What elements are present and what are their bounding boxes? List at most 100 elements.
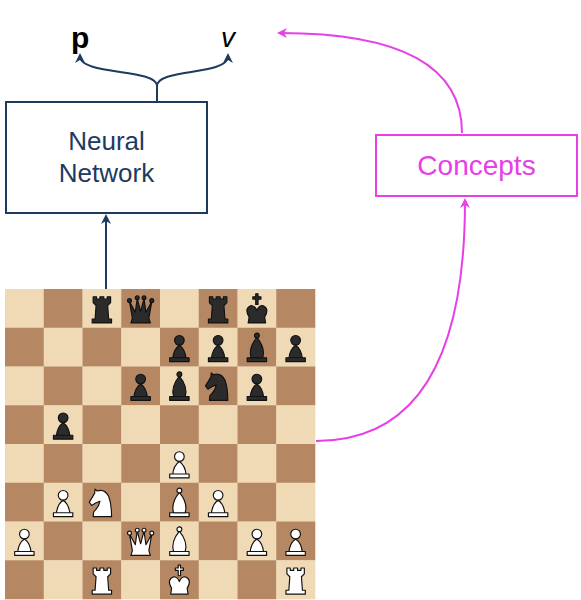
board-square (121, 522, 160, 561)
board-square (160, 522, 199, 561)
value-label: v (221, 24, 235, 52)
board-square (160, 367, 199, 406)
white-rook (286, 568, 305, 594)
white-pawn (53, 491, 72, 517)
board-square (238, 560, 277, 599)
board-square (121, 328, 160, 367)
board-square (276, 444, 315, 483)
board-square (83, 289, 122, 328)
concept-value-arrow (280, 33, 462, 133)
board-square (199, 483, 238, 522)
board-square (160, 405, 199, 444)
board-square (5, 405, 44, 444)
board-square (5, 367, 44, 406)
board-square (121, 405, 160, 444)
black-bishop (247, 333, 266, 362)
board-square (238, 405, 277, 444)
black-pawn (170, 336, 189, 362)
board-square (276, 522, 315, 561)
board-square (5, 522, 44, 561)
board-square (5, 483, 44, 522)
policy-label: p (71, 23, 89, 53)
black-pawn (131, 374, 150, 400)
board-square (83, 560, 122, 599)
black-pawn (247, 374, 266, 400)
board-square (83, 522, 122, 561)
board-square (276, 289, 315, 328)
input-arrow (105, 217, 107, 289)
board-square (83, 405, 122, 444)
black-king (247, 294, 267, 323)
white-king (169, 565, 189, 594)
board-square (238, 367, 277, 406)
board-square (83, 483, 122, 522)
board-square (276, 328, 315, 367)
board-square (5, 328, 44, 367)
board-square (5, 444, 44, 483)
board-square (121, 367, 160, 406)
black-queen (128, 296, 154, 323)
board-square (199, 367, 238, 406)
box-text: Neural Network (27, 126, 186, 188)
black-rook (208, 297, 227, 323)
white-pawn (170, 452, 189, 478)
board-square (199, 289, 238, 328)
white-bishop (170, 527, 189, 556)
white-pawn (286, 529, 305, 555)
chess-board (5, 289, 315, 599)
concepts-box: Concepts (375, 134, 578, 197)
board-square (199, 560, 238, 599)
board-square (121, 560, 160, 599)
black-pawn (53, 413, 72, 439)
board-square (199, 444, 238, 483)
white-pawn (247, 529, 266, 555)
board-square (160, 328, 199, 367)
black-pawn (208, 336, 227, 362)
board-square (121, 289, 160, 328)
board-square (5, 560, 44, 599)
white-bishop (170, 488, 189, 517)
network-box: Neural Network (5, 101, 208, 214)
white-pawn (208, 491, 227, 517)
board-square (44, 444, 83, 483)
white-rook (92, 568, 111, 594)
policy-arrow (80, 56, 157, 101)
board-square (44, 560, 83, 599)
board-square (238, 328, 277, 367)
board-square (44, 328, 83, 367)
board-square (44, 289, 83, 328)
board-square (121, 444, 160, 483)
black-pawn (286, 336, 305, 362)
board-square (199, 328, 238, 367)
board-square (83, 444, 122, 483)
board-square (238, 483, 277, 522)
white-queen (128, 528, 154, 555)
board-square (44, 483, 83, 522)
board-square (276, 560, 315, 599)
board-square (44, 367, 83, 406)
board-square (160, 289, 199, 328)
board-square (44, 522, 83, 561)
black-bishop (170, 372, 189, 401)
black-rook (92, 297, 111, 323)
board-square (238, 289, 277, 328)
board-square (83, 328, 122, 367)
box-text: Concepts (417, 149, 535, 183)
board-square (276, 483, 315, 522)
black-knight (206, 373, 228, 401)
value-arrow (157, 56, 228, 86)
board-square (160, 444, 199, 483)
white-pawn (15, 529, 34, 555)
board-square (44, 405, 83, 444)
board-square (276, 367, 315, 406)
board-square (199, 405, 238, 444)
board-square (160, 483, 199, 522)
board-square (238, 522, 277, 561)
white-knight (89, 489, 111, 517)
concept-input-arrow (316, 201, 465, 441)
board-square (199, 522, 238, 561)
board-square (121, 483, 160, 522)
board-square (83, 367, 122, 406)
